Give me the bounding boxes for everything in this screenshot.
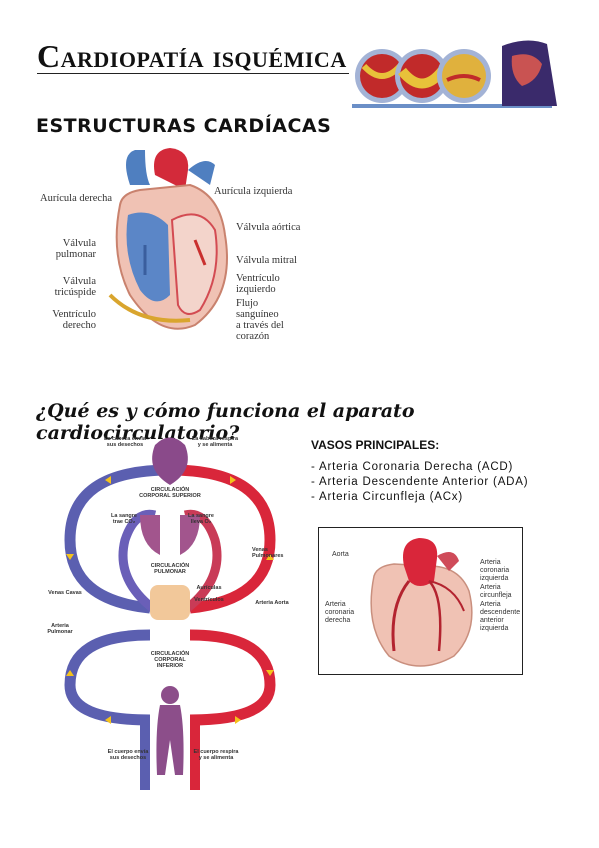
section-heading-circulation: ¿Qué es y cómo funciona el aparato cardi… <box>36 400 415 444</box>
section-heading-structures: ESTRUCTURAS CARDÍACAS <box>36 115 332 137</box>
circulation-diagram <box>64 437 276 790</box>
label-auricula-derecha: Aurícula derecha <box>40 193 112 204</box>
heart-anatomy-illustration <box>108 148 228 330</box>
label-ventriculos: Ventrículos <box>194 597 224 603</box>
header-artery-illustration <box>352 40 557 108</box>
label-auriculas: Aurículas <box>196 585 222 591</box>
label-aorta: Aorta <box>332 551 349 558</box>
label-valvula-mitral: Válvula mitral <box>236 255 297 266</box>
label-venas-cavas: Venas Cavas <box>48 590 82 596</box>
label-flujo-sanguineo: Flujo sanguíneo a través del corazón <box>236 298 284 342</box>
vasos-principales-list: Arteria Coronaria Derecha (ACD) Arteria … <box>311 460 528 505</box>
vasos-principales-title: VASOS PRINCIPALES: <box>311 438 440 452</box>
label-ventriculo-izquierdo: Ventrículo izquierdo <box>236 273 280 295</box>
label-valvula-tricuspide: Válvula tricúspide <box>54 276 96 298</box>
page-title: Cardiopatía isquémica <box>37 38 347 74</box>
title-underline <box>37 73 349 74</box>
list-item: Arteria Coronaria Derecha (ACD) <box>311 460 528 475</box>
coronary-arteries-figure <box>318 527 523 675</box>
label-valvula-aortica: Válvula aórtica <box>236 222 301 233</box>
label-arteria-aorta: Arteria Aorta <box>255 600 289 606</box>
coronary-heart-illustration <box>370 538 473 667</box>
list-item: Arteria Circunfleja (ACx) <box>311 490 528 505</box>
label-valvula-pulmonar: Válvula pulmonar <box>55 238 96 260</box>
label-auricula-izquierda: Aurícula izquierda <box>214 186 293 197</box>
label-ventriculo-derecho: Ventrículo derecho <box>52 309 96 331</box>
list-item: Arteria Descendente Anterior (ADA) <box>311 475 528 490</box>
